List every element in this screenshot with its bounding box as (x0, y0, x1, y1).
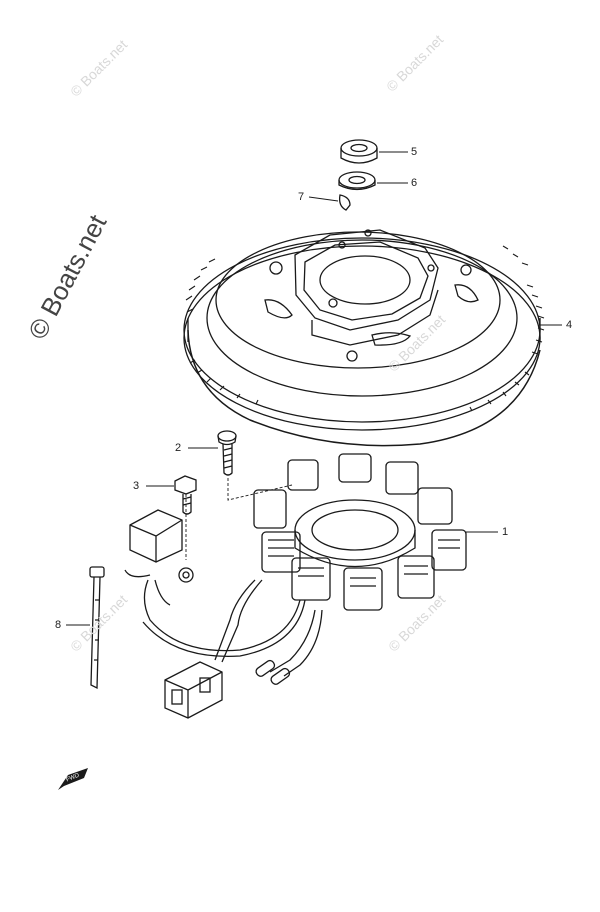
stator (253, 453, 467, 611)
callout-7: 7 (298, 191, 305, 203)
callout-6: 6 (411, 177, 418, 189)
fwd-arrow-icon (58, 768, 88, 790)
callout-8: 8 (55, 619, 62, 631)
cable-tie (89, 566, 105, 690)
nut (340, 139, 378, 164)
leader-lines (66, 151, 562, 626)
key (338, 194, 351, 211)
washer (338, 171, 376, 191)
bolt (174, 475, 197, 515)
connector (164, 661, 223, 719)
pulser-coil (129, 509, 183, 563)
wire-harness (124, 509, 323, 719)
callout-4: 4 (566, 319, 573, 331)
flywheel-hub (294, 229, 439, 346)
callout-2: 2 (175, 442, 182, 454)
flywheel (183, 229, 545, 447)
screw (217, 430, 237, 476)
callout-5: 5 (411, 146, 418, 158)
callout-3: 3 (133, 480, 140, 492)
callout-1: 1 (502, 526, 509, 538)
